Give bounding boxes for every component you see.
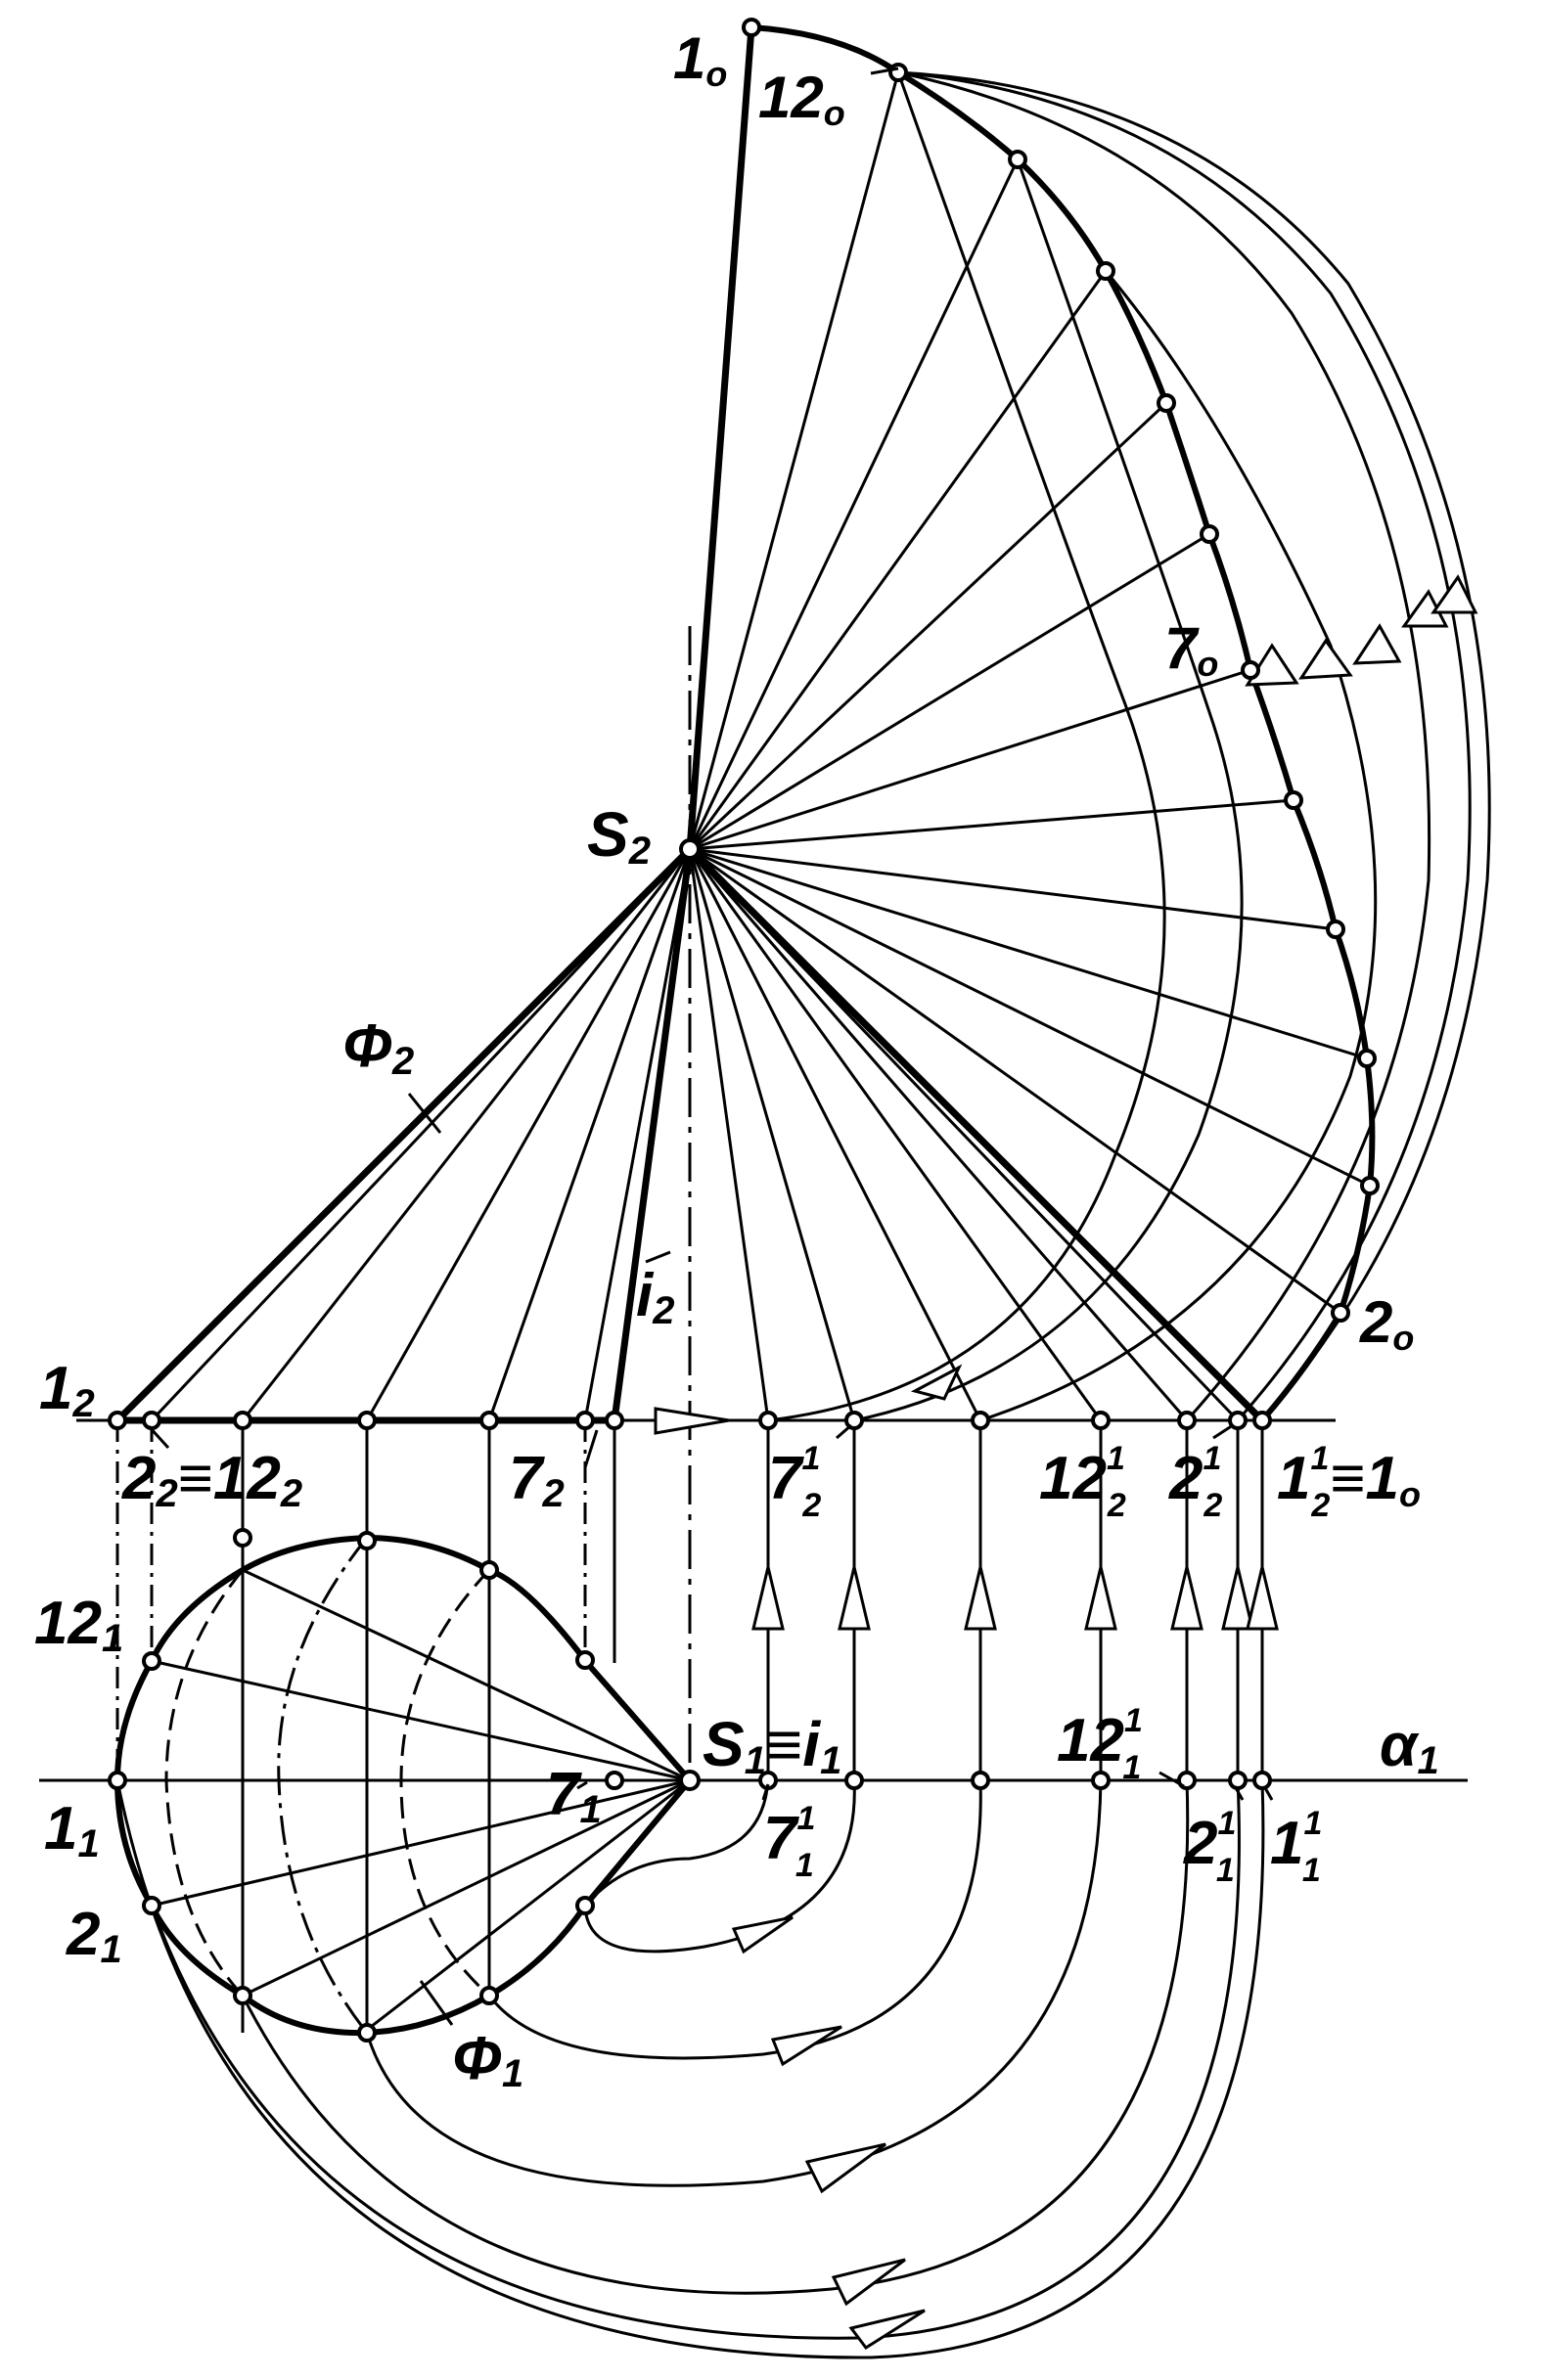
construction-point <box>1091 1771 1111 1790</box>
construction-point <box>1357 1049 1377 1068</box>
arc-arrowheads-lower <box>731 1915 926 2351</box>
arc-arrowheads-upper <box>654 574 1478 1435</box>
construction-point <box>1228 1411 1248 1430</box>
construction-point <box>575 1411 595 1430</box>
construction-point <box>1241 660 1260 680</box>
construction-point <box>357 1411 377 1430</box>
construction-point <box>605 1411 624 1430</box>
label-phi2: Φ2 <box>342 1012 414 1083</box>
label-1-2: 12 <box>39 1355 95 1425</box>
generatrix-S2-1o <box>686 26 755 850</box>
label-alpha1: α1 <box>1380 1712 1439 1782</box>
construction-point <box>679 1770 701 1791</box>
projection-links-dashed <box>115 1420 587 1780</box>
label-2-1: 21 <box>66 1901 122 1971</box>
label-1o: 1o <box>673 25 727 94</box>
construction-point <box>605 1771 624 1790</box>
construction-point <box>1157 393 1176 413</box>
construction-point <box>888 63 908 82</box>
base-curve-phi1 <box>114 1534 694 2037</box>
construction-point <box>357 2023 377 2043</box>
construction-point <box>479 1986 499 2005</box>
construction-point <box>1228 1771 1248 1790</box>
horizontal-generatrices <box>117 1568 692 2032</box>
label-7-2: 72 <box>509 1445 565 1515</box>
construction-point <box>1326 920 1345 939</box>
base-inner-dashed-curves <box>164 1537 491 2034</box>
label-1-1: 11 <box>44 1795 100 1865</box>
construction-point <box>108 1411 127 1430</box>
construction-point <box>1252 1771 1272 1790</box>
frontal-generatrices <box>150 847 1240 1422</box>
construction-point <box>142 1651 161 1671</box>
label-7-1: 71 <box>546 1761 602 1831</box>
construction-point <box>479 1560 499 1580</box>
construction-point <box>233 1528 252 1548</box>
construction-point <box>575 1650 595 1670</box>
construction-point <box>357 1531 377 1550</box>
construction-point <box>1200 524 1219 544</box>
construction-point <box>1331 1303 1350 1323</box>
construction-point <box>1284 790 1303 810</box>
construction-point <box>1177 1411 1197 1430</box>
contour-phi2 <box>114 846 693 1423</box>
construction-point <box>1252 1411 1272 1430</box>
label-2o: 2o <box>1359 1289 1414 1358</box>
projection-arrowheads <box>751 1566 1279 1631</box>
construction-point <box>844 1771 864 1790</box>
construction-points <box>108 18 1380 2043</box>
label-leaders <box>147 67 1274 2026</box>
label-7o: 7o <box>1164 615 1218 684</box>
construction-point <box>971 1411 990 1430</box>
construction-point <box>971 1771 990 1790</box>
development-rays <box>688 26 1371 1315</box>
label-i2: i2 <box>636 1262 674 1332</box>
construction-point <box>479 1411 499 1430</box>
construction-point <box>758 1411 778 1430</box>
construction-point <box>108 1771 127 1790</box>
label-12o: 12o <box>758 65 845 133</box>
construction-point <box>142 1896 161 1915</box>
label-2-2-eq-12-2: 22≡122 <box>121 1445 302 1515</box>
construction-point <box>1360 1176 1380 1195</box>
construction-point <box>742 18 761 37</box>
construction-point <box>679 838 701 860</box>
rotation-arcs-lower <box>115 1779 1265 2359</box>
construction-point <box>575 1896 595 1915</box>
label-phi1: Φ1 <box>452 2025 523 2095</box>
construction-point <box>233 1411 252 1430</box>
label-12-1: 121 <box>34 1590 123 1660</box>
label-S2: S2 <box>587 799 651 873</box>
construction-point <box>1091 1411 1111 1430</box>
construction-point <box>233 1986 252 2005</box>
construction-point <box>1096 261 1115 281</box>
construction-point <box>1008 150 1027 169</box>
construction-point <box>142 1411 161 1430</box>
label-S1-eq-i1: S1≡i1 <box>703 1709 841 1782</box>
